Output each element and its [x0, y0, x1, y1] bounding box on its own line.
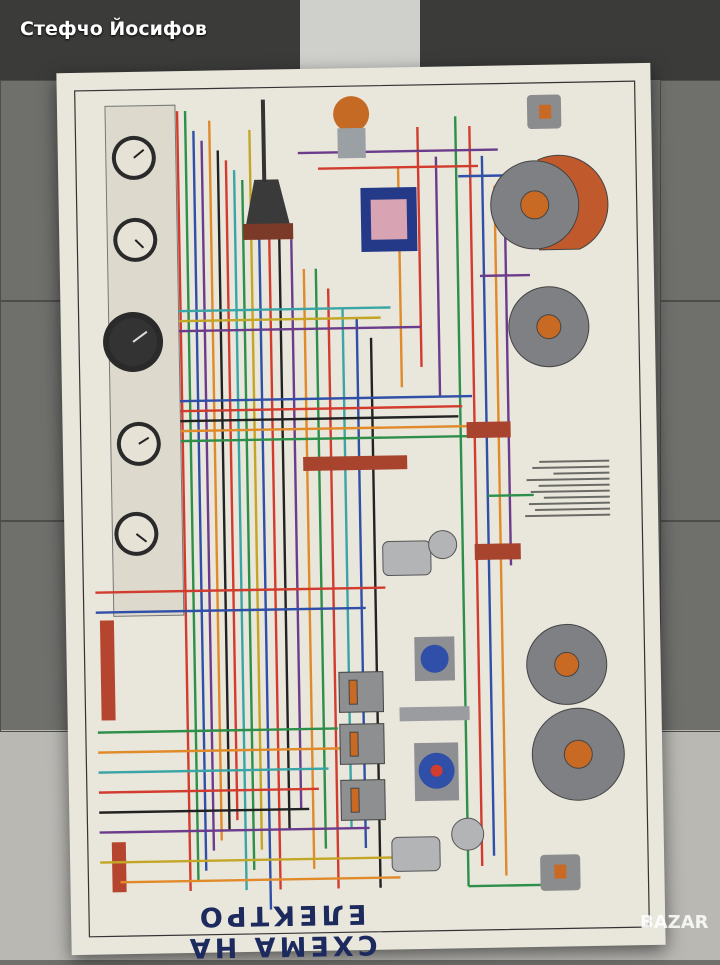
- watermark-logo: BAZAR: [640, 912, 709, 933]
- wiring-diagram: [74, 80, 650, 938]
- distributor-component: [333, 96, 370, 159]
- legend-text-block: [515, 424, 611, 522]
- headlight-icon: [490, 154, 625, 801]
- relay-component: [360, 186, 418, 252]
- uploader-name: Стефчо Йосифов: [20, 18, 207, 40]
- wiring-diagram-poster: СХЕМА НА ЕЛЕКТРО: [56, 62, 666, 963]
- poster-title: СХЕМА НА ЕЛЕКТРО: [185, 897, 378, 964]
- motor-component: [382, 530, 485, 872]
- fan-component: [399, 636, 470, 802]
- switch-component: [243, 99, 294, 241]
- wall-panel: [300, 0, 420, 70]
- lamp-icon: [526, 94, 581, 891]
- fuse-box: [338, 671, 386, 821]
- connector-block: [303, 421, 521, 561]
